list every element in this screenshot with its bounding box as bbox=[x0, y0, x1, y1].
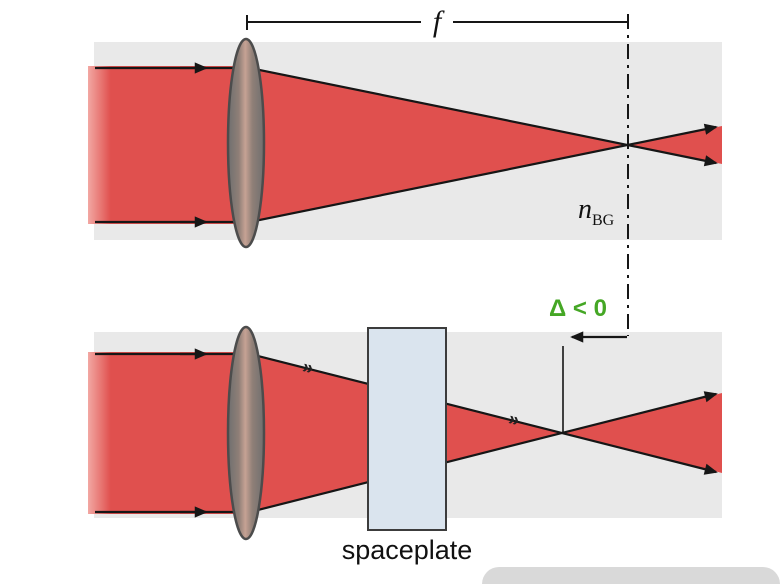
lens-bottom bbox=[226, 325, 266, 541]
bottom-edge-artifact bbox=[482, 567, 780, 584]
refractive-index-subscript: BG bbox=[592, 212, 615, 229]
wave-chevron-after-plate: » bbox=[506, 409, 521, 432]
input-beam-top bbox=[88, 66, 250, 224]
top-panel: f nBG bbox=[88, 5, 722, 249]
focused-ray-bottom-lower bbox=[249, 391, 718, 514]
spaceplate-element bbox=[367, 327, 447, 531]
refractive-index-label: nBG bbox=[578, 194, 615, 229]
converging-beam-top bbox=[250, 68, 628, 222]
focal-length-bracket bbox=[246, 15, 628, 30]
focal-shift-label: Δ < 0 bbox=[549, 295, 607, 322]
rays-bottom bbox=[95, 348, 718, 518]
refractive-index-main: n bbox=[578, 194, 592, 225]
focused-ray-top-upper bbox=[249, 66, 718, 167]
diverging-beam-top bbox=[628, 126, 722, 164]
bottom-panel: » » Δ < 0 spaceplate bbox=[88, 295, 722, 565]
diverging-beam-bottom bbox=[563, 393, 722, 473]
spaceplate-caption: spaceplate bbox=[342, 535, 473, 565]
focused-ray-bottom-upper bbox=[249, 352, 718, 475]
lens-top bbox=[226, 37, 266, 249]
wave-chevron-before-plate: » bbox=[300, 357, 315, 380]
rays-top bbox=[95, 62, 718, 228]
input-beam-bottom bbox=[88, 352, 250, 514]
focal-length-label: f bbox=[433, 5, 445, 38]
focused-ray-top-lower bbox=[249, 123, 718, 224]
